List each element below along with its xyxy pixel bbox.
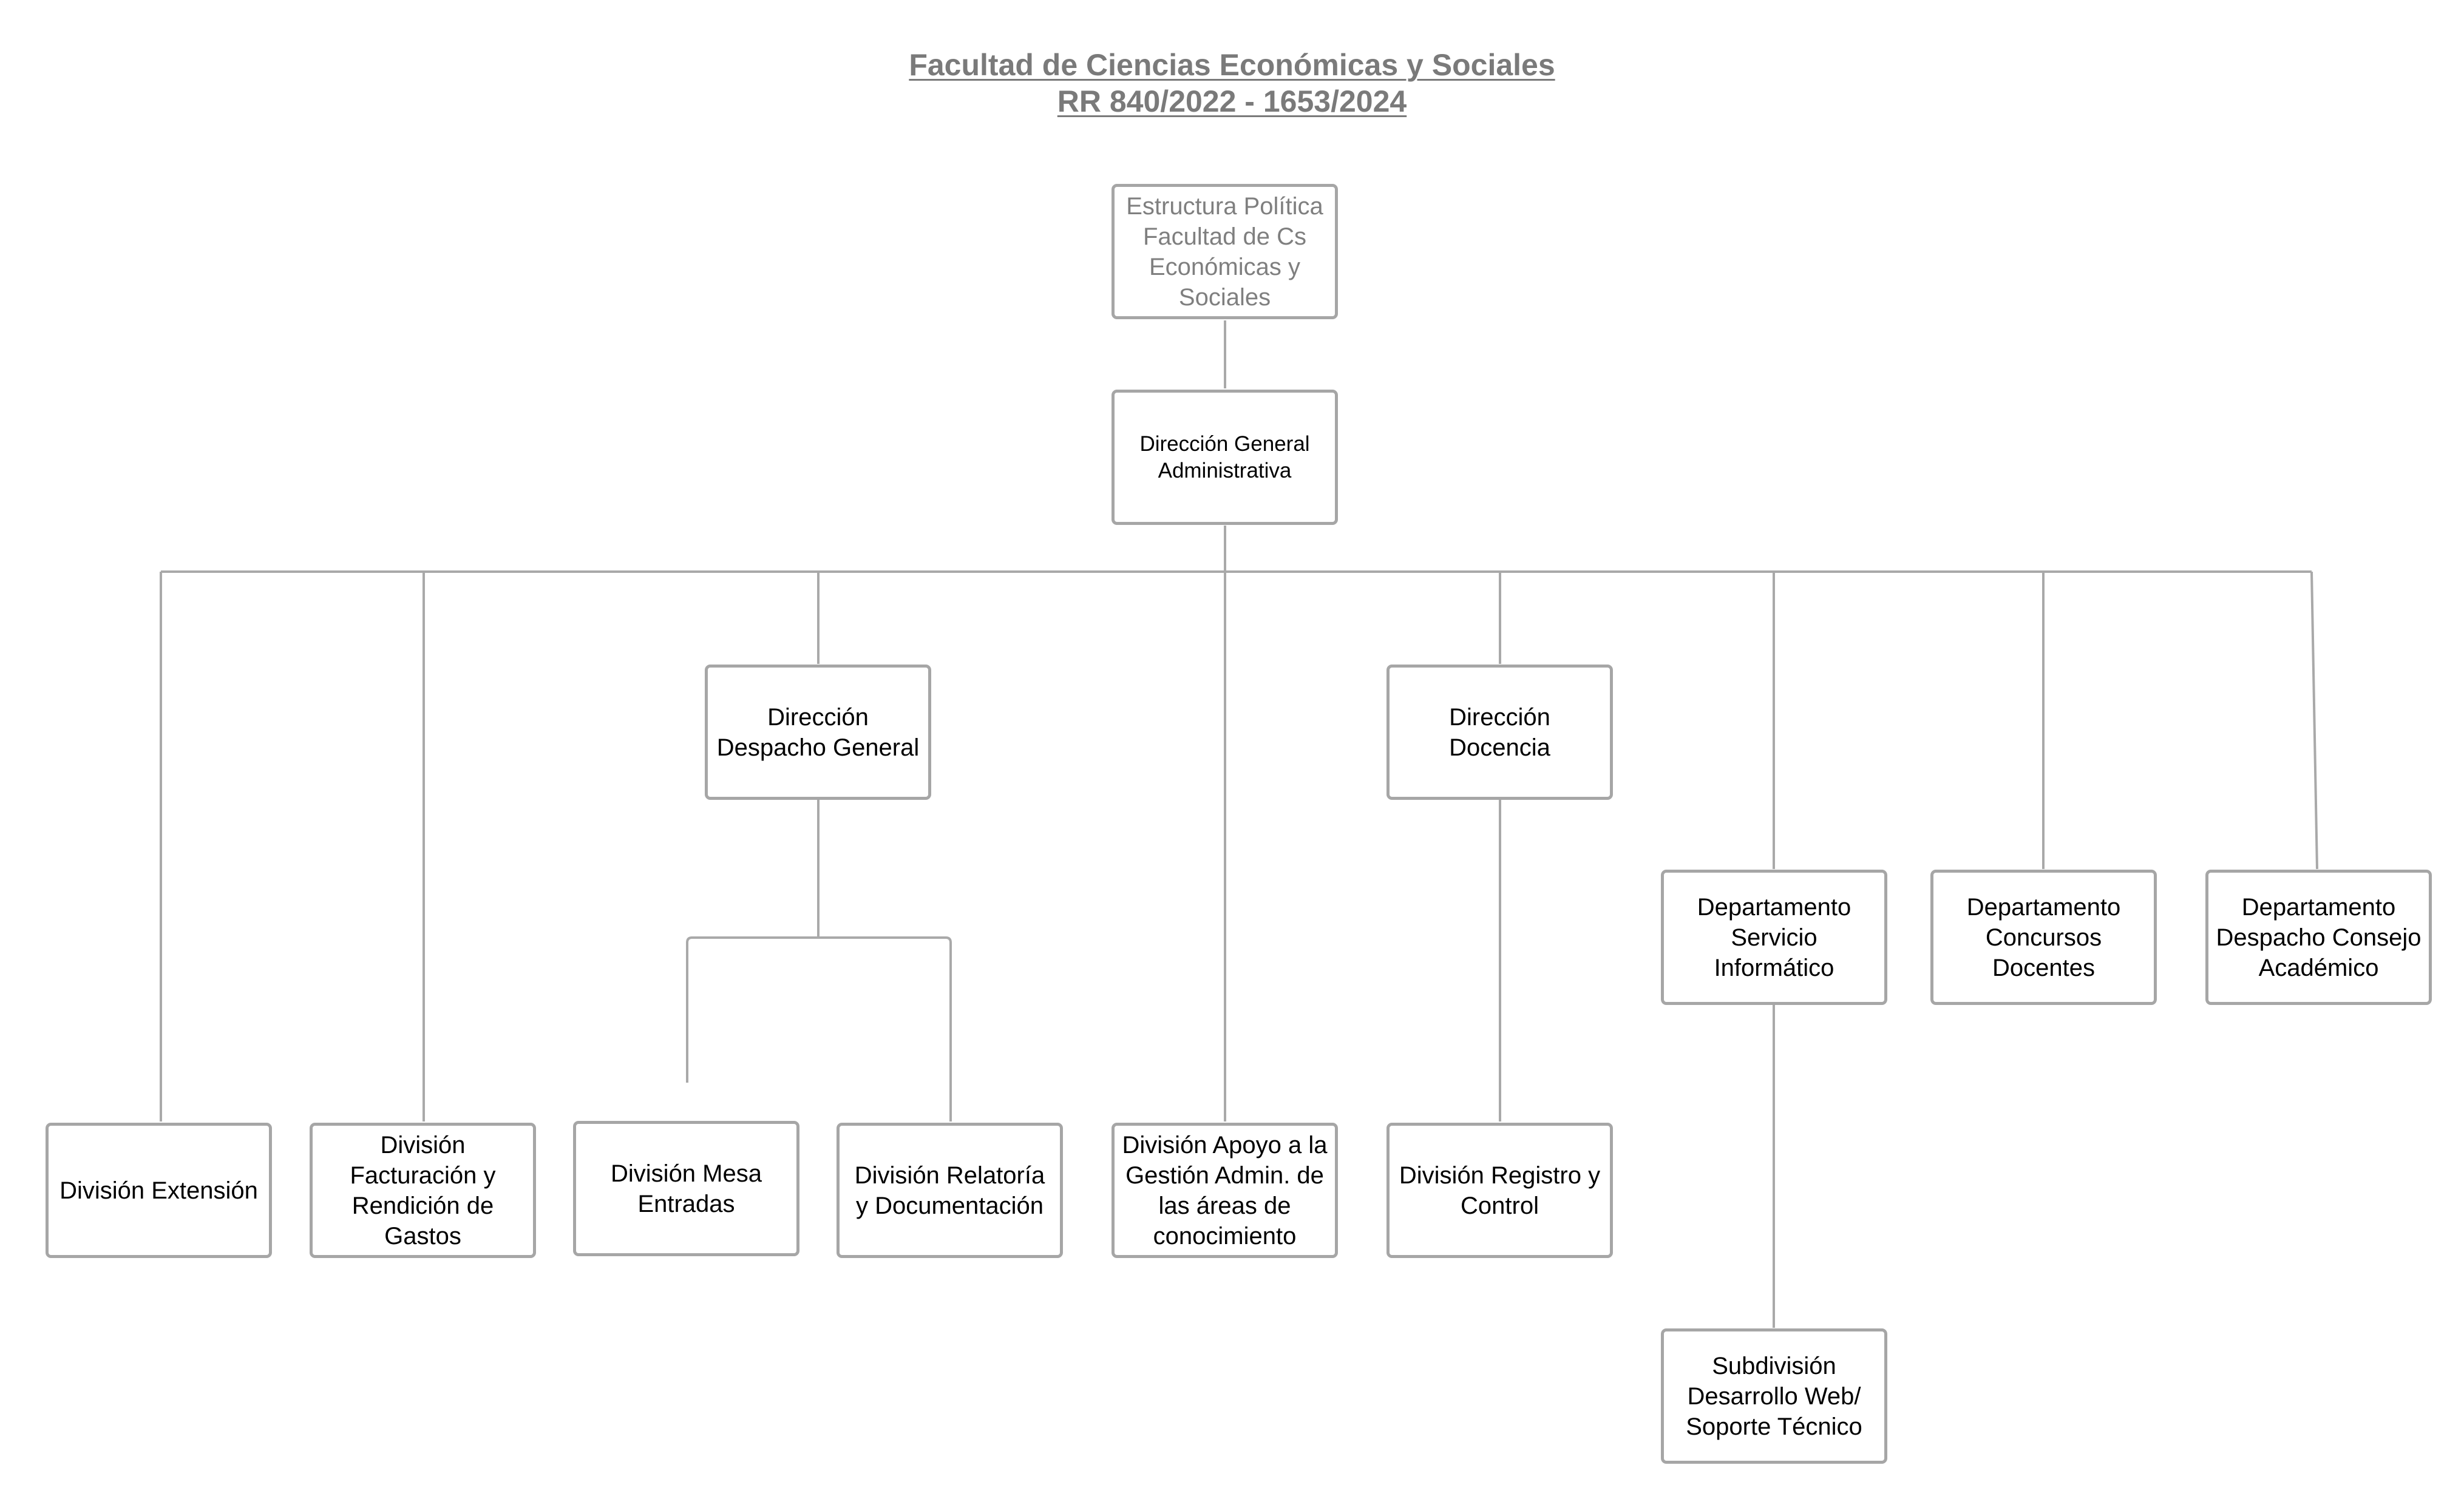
connector-dg-split [686, 936, 952, 1121]
node-direccion-general-administrativa: Dirección General Administrativa [1112, 390, 1338, 525]
node-division-facturacion: División Facturación y Rendición de Gast… [310, 1123, 536, 1258]
node-departamento-despacho-consejo: Departamento Despacho Consejo Académico [2205, 870, 2432, 1005]
chart-subtitle: RR 840/2022 - 1653/2024 [1057, 84, 1407, 118]
chart-title: Facultad de Ciencias Económicas y Social… [909, 48, 1555, 82]
connector-consejo [2310, 571, 2318, 870]
node-division-extension: División Extensión [46, 1123, 272, 1258]
node-direccion-despacho-general: Dirección Despacho General [705, 665, 931, 800]
node-departamento-concursos-docentes: Departamento Concursos Docentes [1930, 870, 2157, 1005]
node-division-mesa-entradas: División Mesa Entradas [573, 1121, 799, 1256]
node-division-registro-control: División Registro y Control [1386, 1123, 1613, 1258]
node-estructura-politica: Estructura Política Facultad de Cs Econó… [1112, 184, 1338, 319]
node-division-relatoria: División Relatoría y Documentación [837, 1123, 1063, 1258]
node-direccion-docencia: Dirección Docencia [1386, 665, 1613, 800]
node-departamento-servicio-informatico: Departamento Servicio Informático [1661, 870, 1887, 1005]
node-division-apoyo-gestion: División Apoyo a la Gestión Admin. de la… [1112, 1123, 1338, 1258]
node-subdivision-desarrollo-web: Subdivisión Desarrollo Web/ Soporte Técn… [1661, 1328, 1887, 1464]
